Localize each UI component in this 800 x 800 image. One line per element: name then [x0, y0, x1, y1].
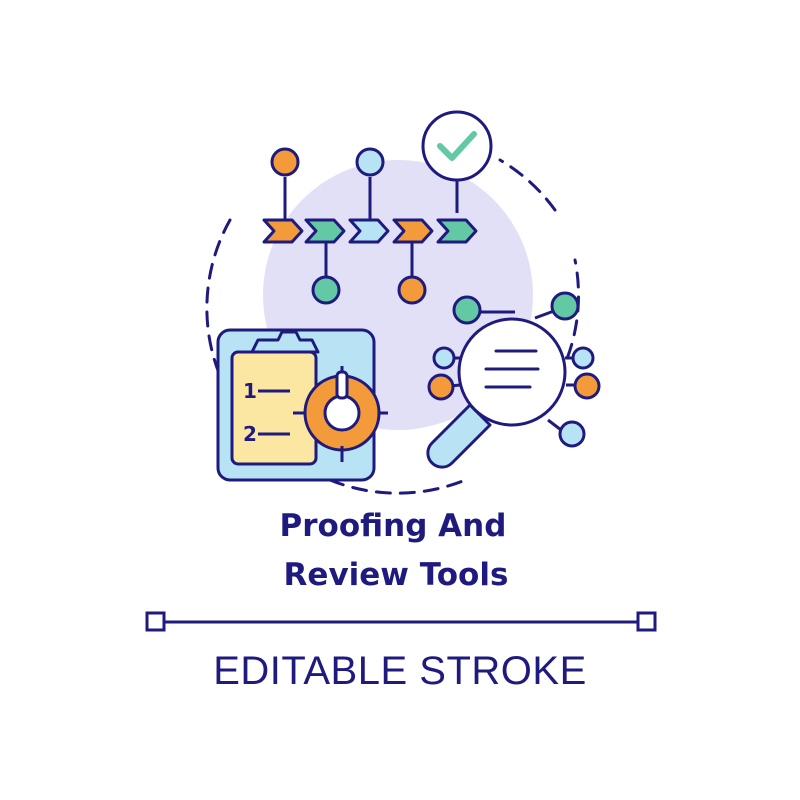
- check-badge-icon: [421, 110, 493, 213]
- editable-stroke-caption: EDITABLE STROKE: [213, 649, 587, 693]
- checklist-number-2: 2: [243, 422, 257, 446]
- stroke-divider: [145, 611, 657, 632]
- title-line-1: Proofing And: [280, 508, 507, 544]
- node-network-icon: [427, 291, 601, 448]
- magnifier-icon: [426, 317, 567, 469]
- workflow-chevrons-icon: [262, 147, 478, 305]
- checklist-number-1: 1: [243, 379, 257, 403]
- dashed-ring: [205, 158, 580, 495]
- title-line-2: Review Tools: [284, 557, 509, 593]
- target-icon: [293, 366, 388, 462]
